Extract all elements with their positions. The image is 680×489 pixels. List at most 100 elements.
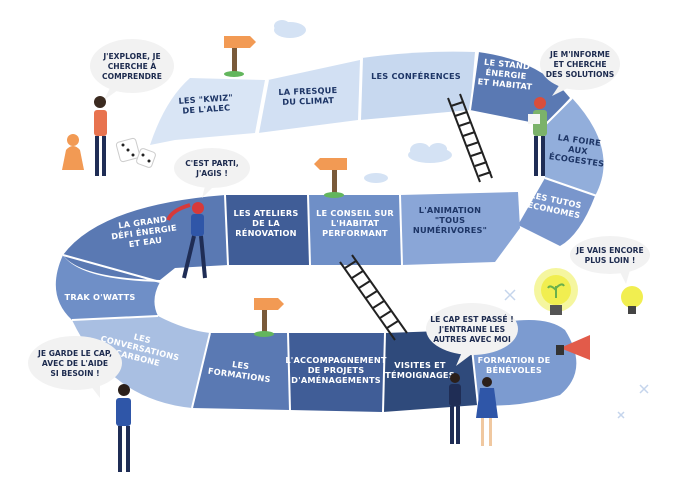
tile-label-line: LES: [231, 359, 250, 371]
tile-accompagnement: [288, 333, 385, 412]
signpost-top: [224, 36, 256, 77]
bubble-text-line: ET CHERCHE: [553, 60, 606, 69]
person-running: [166, 202, 207, 279]
bubble-cap: [426, 303, 518, 355]
tile-kwiz: [150, 78, 265, 145]
bubble-text-line: C'EST PARTI,: [185, 159, 239, 168]
bubble-loin: [570, 236, 650, 274]
person-leader-2: [476, 377, 498, 446]
tile-label-line: L'ANIMATION: [419, 205, 481, 215]
tile-conferences: [360, 51, 475, 120]
tile-formations: [192, 333, 290, 410]
tile-label-defi: LA GRANDDÉFI ÉNERGIEET EAU: [109, 213, 179, 252]
tile-label-line: VISITES ET: [394, 360, 446, 370]
tile-label-kwiz: LES "KWIZ"DE L'ALEC: [178, 92, 234, 116]
bubble-text-line: AUTRES AVEC MOI: [433, 335, 511, 344]
tile-animation: [400, 192, 520, 265]
tile-label-line: ÉNERGIE: [485, 66, 527, 81]
tile-labels: LES "KWIZ"DE L'ALEC LA FRESQUEDU CLIMAT LE…: [65, 56, 605, 385]
tile-foire: [545, 98, 604, 196]
bubble-text-line: AVEC DE L'AIDE: [42, 359, 108, 368]
signpost-middle: [314, 158, 347, 198]
bubble-text-line: JE VAIS ENCORE: [575, 246, 643, 255]
tile-label-line: LE STAND: [484, 57, 531, 72]
tile-label-line: LA FRESQUE: [278, 85, 337, 97]
bubble-text-line: JE M'INFORME: [549, 50, 610, 59]
tile-label-line: TRAK O'WATTS: [65, 292, 136, 302]
tile-label-line: D'AMÉNAGEMENTS: [291, 374, 381, 385]
tile-label-fresque: LA FRESQUEDU CLIMAT: [278, 85, 338, 107]
tile-label-conferences: LES CONFÉRENCES: [371, 70, 461, 81]
speech-bubbles: [28, 38, 650, 398]
bubble-text-line: J'EXPLORE, JE: [102, 52, 160, 61]
bubble-text-line: PLUS LOIN !: [585, 256, 636, 265]
bubble-text-line: CHERCHE À: [108, 62, 157, 71]
clouds: [274, 20, 452, 183]
pawn-icon: [62, 134, 84, 170]
tile-label-line: LES "KWIZ": [178, 92, 233, 106]
tile-label-line: NUMÉRIVORES": [413, 224, 487, 235]
tile-label-line: TÉMOIGNAGES: [385, 369, 455, 380]
tile-ateliers: [225, 195, 310, 265]
tile-label-line: LES ATELIERS: [234, 208, 299, 218]
person-guide: [116, 384, 131, 472]
person-informed: [528, 97, 547, 176]
tile-label-line: ET EAU: [128, 235, 163, 250]
tile-conseil: [308, 195, 402, 265]
tile-label-line: PERFORMANT: [322, 228, 388, 238]
tile-label-line: LES: [133, 331, 152, 345]
tile-label-line: DE L'ALEC: [182, 102, 231, 115]
tile-label-line: DE LA: [252, 218, 280, 228]
bubble-text-line: SI BESOIN !: [50, 369, 99, 378]
bubble-text-line: J'AGIS !: [195, 169, 228, 178]
bulb-small-icon: [621, 286, 643, 314]
bubble-text-line: COMPRENDRE: [102, 72, 162, 81]
bubble-text-parti: C'EST PARTI,J'AGIS !: [185, 159, 239, 178]
person-leader-1: [449, 373, 461, 444]
bubble-informe: [540, 38, 620, 90]
tile-conversations: [72, 316, 210, 408]
tile-fresque: [258, 60, 360, 133]
bubble-text-line: LE CAP EST PASSÉ !: [430, 315, 513, 324]
tile-label-trak: TRAK O'WATTS: [65, 292, 136, 302]
tile-label-line: RÉNOVATION: [235, 227, 296, 238]
dice-icon: [115, 137, 156, 168]
tile-label-stand: LE STANDÉNERGIEET HABITAT: [477, 56, 535, 92]
tile-label-line: L'HABITAT: [331, 218, 379, 228]
tile-label-line: "TOUS: [435, 215, 465, 225]
megaphone-icon: [556, 335, 590, 360]
bubble-parti: [174, 148, 250, 188]
person-explorer: [94, 96, 107, 176]
tile-label-line: FORMATION DE: [478, 355, 551, 365]
signpost-bottom: [254, 298, 284, 337]
tile-label-line: LE CONSEIL SUR: [316, 208, 394, 218]
bubble-garde: [28, 336, 122, 390]
ladder-top: [447, 93, 493, 183]
sparkles: [504, 289, 649, 419]
bubble-text-line: J'ENTRAINE LES: [438, 325, 505, 334]
tile-label-line: LES CONFÉRENCES: [371, 70, 461, 81]
tile-label-line: BÉNÉVOLES: [486, 364, 542, 375]
bulb-large-icon: [534, 268, 578, 315]
tile-label-line: DE PROJETS: [308, 365, 365, 375]
tile-label-line: DU CLIMAT: [282, 95, 334, 107]
bubble-explore: [90, 39, 174, 93]
tile-label-line: AUX: [568, 144, 589, 157]
bubble-text-line: JE GARDE LE CAP,: [37, 349, 112, 358]
tile-label-line: L'ACCOMPAGNEMENT: [285, 355, 387, 365]
bubble-text-line: DES SOLUTIONS: [546, 70, 615, 79]
ladder-bottom: [339, 254, 408, 341]
